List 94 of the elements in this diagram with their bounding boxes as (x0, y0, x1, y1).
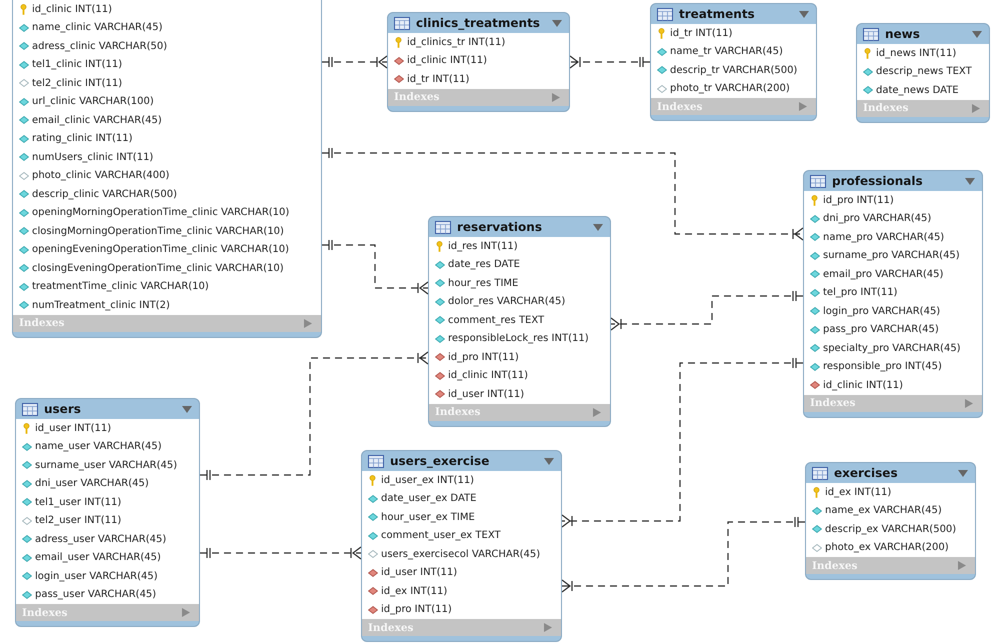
column-definition: email_clinic VARCHAR(45) (32, 114, 162, 127)
column-definition: name_pro VARCHAR(45) (823, 230, 944, 244)
column-definition: id_clinic INT(11) (407, 54, 488, 68)
relationship-line (322, 240, 429, 295)
relationship-line (610, 291, 803, 331)
column-definition: openingMorningOperationTime_clinic VARCHAR(10) (32, 206, 290, 220)
column-definition: numUsers_clinic INT(11) (32, 150, 154, 164)
relationship-line (322, 148, 804, 241)
column-definition: id_clinic INT(11) (32, 2, 112, 16)
relationship-line (200, 351, 429, 480)
column-definition: id_res INT(11) (448, 240, 518, 253)
column-definition: specialty_pro VARCHAR(45) (823, 342, 961, 355)
column-definition: tel1_user INT(11) (35, 496, 122, 509)
column-definition: descrip_tr VARCHAR(500) (670, 64, 798, 77)
column-definition: adress_user VARCHAR(45) (35, 532, 166, 546)
table-card (803, 170, 983, 418)
column-definition: photo_clinic VARCHAR(400) (32, 169, 170, 182)
column-definition: id_clinic INT(11) (448, 369, 528, 382)
column-definition: id_ex INT(11) (381, 584, 448, 598)
column-definition: tel_pro INT(11) (823, 286, 898, 300)
column-definition: id_pro INT(11) (381, 603, 452, 616)
table-card (650, 3, 817, 121)
column-definition: id_user_ex INT(11) (381, 474, 474, 487)
column-definition: name_clinic VARCHAR(45) (32, 21, 163, 34)
table-title: news (885, 26, 921, 42)
column-definition: id_user INT(11) (35, 422, 112, 435)
column-definition: url_clinic VARCHAR(100) (32, 95, 154, 108)
column-definition: tel2_user INT(11) (35, 514, 122, 528)
column-definition: id_tr INT(11) (407, 72, 470, 86)
column-definition: tel1_clinic INT(11) (32, 58, 122, 72)
column-definition: users_exercisecol VARCHAR(45) (381, 548, 540, 561)
table-card (15, 398, 200, 627)
column-definition: dolor_res VARCHAR(45) (448, 295, 566, 308)
column-definition: id_user INT(11) (381, 566, 458, 580)
table-card (856, 23, 990, 122)
column-definition: treatmentTime_clinic VARCHAR(10) (32, 280, 209, 294)
column-definition: id_pro INT(11) (448, 350, 519, 364)
table-card (428, 216, 611, 426)
table-title: treatments (679, 6, 756, 22)
table-card (361, 450, 562, 642)
column-definition: id_tr INT(11) (670, 26, 732, 40)
column-definition: pass_user VARCHAR(45) (35, 588, 156, 602)
column-definition: closingMorningOperationTime_clinic VARCHAR(10) (32, 224, 284, 238)
column-definition: openingEveningOperationTime_clinic VARCHAR(10) (32, 243, 290, 256)
table-title: clinics_treatments (416, 15, 541, 31)
table-card (387, 12, 570, 112)
column-definition: hour_user_ex TIME (381, 510, 475, 524)
column-definition: responsible_pro INT(45) (823, 360, 942, 374)
column-definition: adress_clinic VARCHAR(50) (32, 40, 168, 53)
column-definition: date_res DATE (448, 258, 520, 272)
relationship-line (561, 517, 805, 593)
relationship-line (569, 55, 650, 69)
column-definition: name_tr VARCHAR(45) (670, 45, 783, 58)
column-definition: id_pro INT(11) (823, 194, 894, 207)
table-card (805, 462, 976, 580)
column-definition: numTreatment_clinic INT(2) (32, 298, 170, 312)
column-definition: rating_clinic INT(11) (32, 132, 133, 146)
table-title: users_exercise (390, 453, 490, 469)
column-definition: responsibleLock_res INT(11) (448, 332, 589, 346)
column-definition: name_ex VARCHAR(45) (825, 504, 942, 518)
table-title: exercises (834, 465, 899, 481)
column-definition: dni_pro VARCHAR(45) (823, 212, 932, 226)
column-definition: descrip_ex VARCHAR(500) (825, 522, 956, 536)
column-definition: comment_res TEXT (448, 314, 544, 327)
relationship-line (200, 546, 362, 560)
column-definition: comment_user_ex TEXT (381, 529, 501, 542)
column-definition: descrip_news TEXT (876, 65, 972, 78)
column-definition: id_ex INT(11) (825, 486, 892, 499)
column-definition: surname_user VARCHAR(45) (35, 458, 178, 472)
relationship-line (561, 358, 803, 528)
column-definition: id_clinics_tr INT(11) (407, 36, 506, 49)
column-definition: pass_pro VARCHAR(45) (823, 323, 939, 336)
column-definition: email_pro VARCHAR(45) (823, 268, 944, 281)
column-definition: surname_pro VARCHAR(45) (823, 249, 960, 262)
column-definition: email_user VARCHAR(45) (35, 551, 161, 564)
table-title: professionals (832, 173, 924, 189)
column-definition: date_user_ex DATE (381, 492, 476, 506)
column-definition: id_user INT(11) (448, 388, 524, 401)
column-definition: login_pro VARCHAR(45) (823, 304, 940, 318)
column-definition: tel2_clinic INT(11) (32, 76, 122, 90)
table-title: reservations (457, 219, 543, 235)
column-definition: dni_user VARCHAR(45) (35, 477, 149, 490)
column-definition: closingEveningOperationTime_clinic VARCHAR(10) (32, 262, 284, 275)
table-title: users (44, 401, 82, 417)
relationship-line (322, 55, 388, 69)
column-definition: name_user VARCHAR(45) (35, 440, 162, 454)
column-definition: login_user VARCHAR(45) (35, 570, 158, 583)
column-definition: photo_ex VARCHAR(200) (825, 541, 949, 554)
column-definition: date_news DATE (876, 84, 959, 97)
column-definition: id_news INT(11) (876, 46, 956, 60)
column-definition: hour_res TIME (448, 276, 518, 290)
column-definition: photo_tr VARCHAR(200) (670, 82, 790, 96)
column-definition: descrip_clinic VARCHAR(500) (32, 188, 177, 201)
column-definition: id_clinic INT(11) (823, 378, 904, 392)
